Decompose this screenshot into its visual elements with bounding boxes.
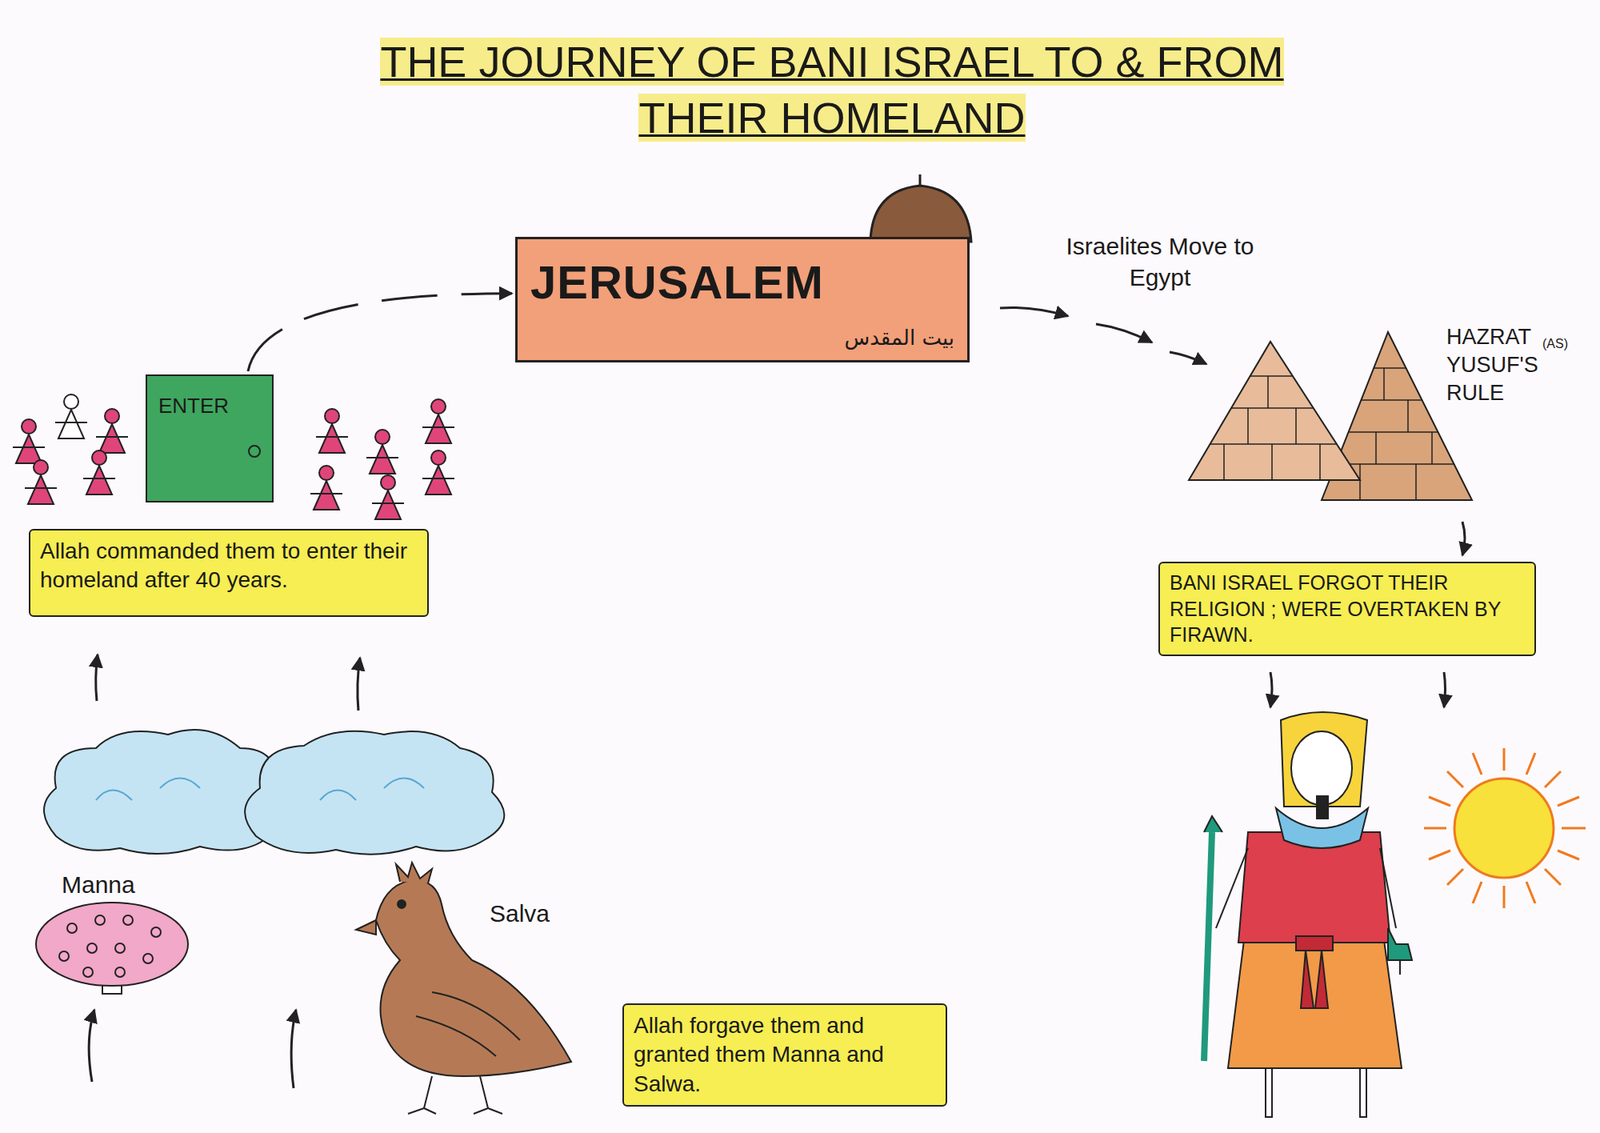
manna xyxy=(36,902,188,994)
city-box: JERUSALEM بيت المقدس xyxy=(515,236,970,363)
door-knob xyxy=(248,444,261,458)
title-block: THE JOURNEY OF BANI ISRAEL TO & FROM THE… xyxy=(376,33,1288,146)
item-label-wrap: Manna xyxy=(61,868,182,900)
place-note-wrap: HAZRAT YUSUF'S RULE xyxy=(1446,323,1551,408)
note-box: Allah commanded them to enter their home… xyxy=(28,528,429,617)
item-label: Salva xyxy=(489,900,550,927)
item-label: Manna xyxy=(61,871,136,898)
note-box: Allah forgave them and granted them Mann… xyxy=(622,1003,948,1107)
door-label: ENTER xyxy=(158,393,264,419)
route-note-wrap: Israelites Move to Egypt xyxy=(1064,230,1256,293)
sun xyxy=(1424,748,1586,908)
item-label-wrap: Salva xyxy=(489,897,610,929)
honorific: (AS) xyxy=(1542,336,1568,351)
place-note: HAZRAT YUSUF'S RULE xyxy=(1446,324,1539,405)
route-note: Israelites Move to Egypt xyxy=(1065,232,1254,291)
note-text: Allah commanded them to enter their home… xyxy=(40,536,418,596)
dome xyxy=(870,174,972,242)
flow-arrows xyxy=(88,307,1465,1088)
arabic-name: بيت المقدس xyxy=(844,324,955,352)
title-text: THE JOURNEY OF BANI ISRAEL TO & FROM THE… xyxy=(380,37,1284,142)
note-text: BANI ISRAEL FORGOT THEIR RELIGION ; WERE… xyxy=(1169,569,1525,648)
firawn-figure xyxy=(1204,712,1412,1117)
clouds xyxy=(44,729,504,855)
flow-connector xyxy=(248,293,512,372)
pyramids xyxy=(1184,332,1488,500)
note-box: BANI ISRAEL FORGOT THEIR RELIGION ; WERE… xyxy=(1158,561,1536,656)
quail-bird xyxy=(356,862,572,1114)
honorific-wrap: (AS) xyxy=(1542,336,1591,353)
city-name: JERUSALEM xyxy=(530,256,955,308)
door-box: ENTER xyxy=(145,374,274,503)
note-text: Allah forgave them and granted them Mann… xyxy=(633,1011,936,1099)
